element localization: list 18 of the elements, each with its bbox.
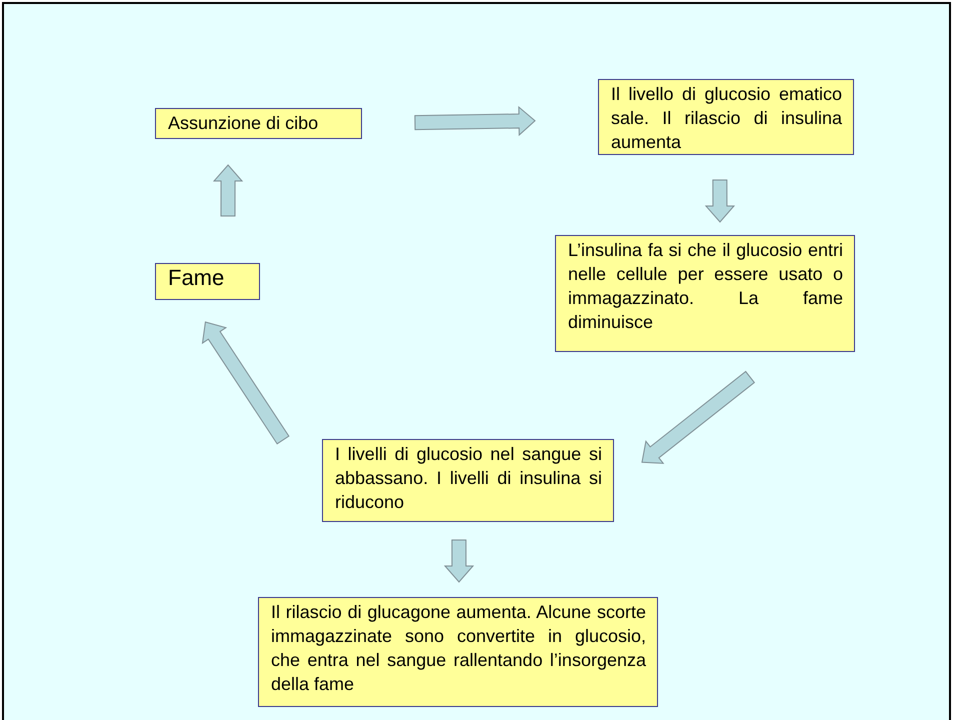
process-box: [322, 439, 614, 522]
process-box: [258, 597, 658, 707]
block-arrow: [704, 179, 736, 223]
box-text: Il livello di glucosio ematico sale. Il rilascio di insulina aumenta: [611, 83, 842, 154]
block-arrow: [202, 321, 290, 445]
box-text: Fame: [168, 266, 226, 290]
box-text: I livelli di glucosio nel sangue si abbassano. I livelli di insulina si riducono: [335, 443, 602, 514]
block-arrow: [444, 539, 474, 583]
block-arrow: [641, 370, 756, 464]
box-text: Il rilascio di glucagone aumenta. Alcune scorte immagazzinate sono convertite in glucosio, che entra nel sangue rallentando l’insorgenza della fame: [271, 601, 646, 696]
process-box: [555, 235, 855, 352]
block-arrow: [414, 106, 536, 136]
box-text: Assunzione di cibo: [168, 112, 320, 135]
process-box: [155, 108, 362, 139]
process-box: [155, 263, 260, 300]
process-box: [598, 79, 854, 155]
box-text: L’insulina fa si che il glucosio entri nelle cellule per essere usato o immagazzinato. La fame diminuisce: [568, 239, 843, 334]
block-arrow: [212, 164, 244, 217]
